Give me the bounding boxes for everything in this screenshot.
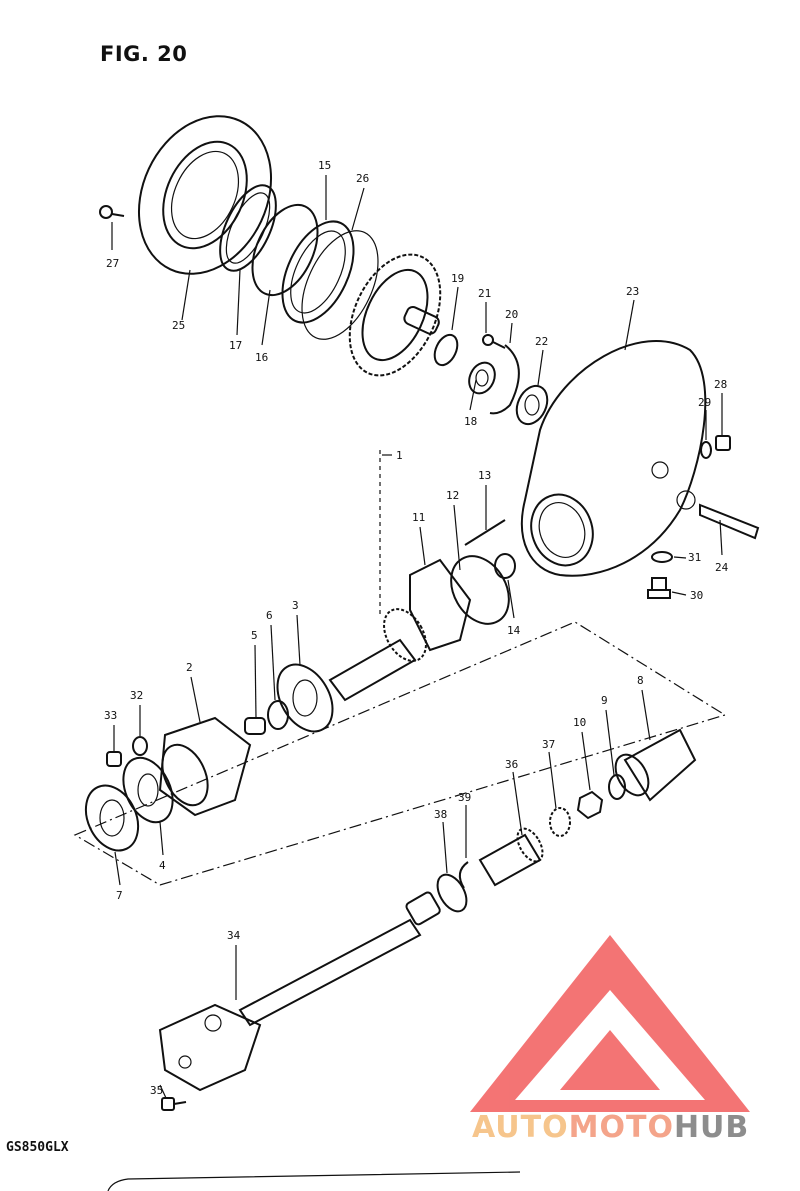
- cam-36: [478, 827, 544, 887]
- callout-29: 29: [698, 396, 711, 409]
- ring-gear: [348, 253, 442, 377]
- nut-10: [576, 790, 604, 820]
- leader-lines: [111, 175, 723, 1099]
- bearing-22: [515, 384, 549, 426]
- callout-15: 15: [318, 159, 331, 172]
- callout-32: 32: [130, 689, 143, 702]
- washer-32: [132, 736, 148, 756]
- bearing-case-2: [158, 716, 252, 817]
- automotohub-watermark: AUTOMOTOHUB: [472, 1110, 749, 1145]
- flange-plate: [137, 115, 273, 275]
- callout-6: 6: [266, 609, 273, 622]
- bolt-27: [99, 205, 125, 219]
- figure-title: FIG. 20: [100, 42, 188, 66]
- gasket-31: [651, 551, 673, 563]
- callout-16: 16: [255, 351, 268, 364]
- bolt-35: [161, 1097, 187, 1111]
- callout-labels: 1 2 3 4 5 6 7 8 9 10 11 12 13 14 15 16 1…: [104, 159, 729, 1097]
- callout-7: 7: [116, 889, 123, 902]
- callout-14: 14: [507, 624, 521, 637]
- callout-11: 11: [412, 511, 425, 524]
- callout-19: 19: [451, 272, 464, 285]
- callout-28: 28: [714, 378, 727, 391]
- washer-29: [700, 441, 712, 459]
- damper-8: [614, 728, 697, 802]
- callout-27: 27: [106, 257, 119, 270]
- callout-2: 2: [186, 661, 193, 674]
- callout-10: 10: [573, 716, 586, 729]
- callout-8: 8: [637, 674, 644, 687]
- washer-9: [608, 774, 626, 800]
- universal-joint: [158, 1003, 262, 1092]
- gasket-11: [409, 558, 472, 652]
- bearing-18: [468, 361, 496, 395]
- spring-37: [549, 807, 571, 837]
- callout-30: 30: [690, 589, 703, 602]
- callout-31: 31: [688, 551, 701, 564]
- seal-19: [433, 333, 459, 367]
- plug-30: [647, 577, 671, 599]
- callout-38: 38: [434, 808, 447, 821]
- drive-shaft-34: [238, 891, 441, 1027]
- bearing-ring-17: [219, 184, 277, 272]
- callout-18: 18: [464, 415, 477, 428]
- callout-26: 26: [356, 172, 369, 185]
- coupling-7: [84, 784, 140, 852]
- callout-34: 34: [227, 929, 241, 942]
- logo-word-moto: MOTO: [568, 1110, 674, 1145]
- bolt-21: [482, 334, 506, 349]
- callout-37: 37: [542, 738, 555, 751]
- callout-24: 24: [715, 561, 729, 574]
- callout-39: 39: [458, 791, 471, 804]
- gear-case-housing: [520, 340, 707, 577]
- shim-6: [267, 700, 289, 730]
- callout-36: 36: [505, 758, 518, 771]
- logo-word-hub: HUB: [673, 1110, 750, 1145]
- pin-13: [464, 519, 506, 546]
- bolt-28: [715, 435, 731, 451]
- callout-17: 17: [229, 339, 242, 352]
- spacer-ring-16: [251, 203, 319, 297]
- bearing-38: [436, 873, 468, 913]
- callout-23: 23: [626, 285, 639, 298]
- callout-1: 1: [396, 449, 403, 462]
- callout-12: 12: [446, 489, 459, 502]
- pinion-gear-shaft: [328, 450, 427, 702]
- circlip-20: [489, 344, 520, 415]
- model-label: GS850GLX: [6, 1140, 69, 1155]
- callout-21: 21: [478, 287, 491, 300]
- callout-5: 5: [251, 629, 258, 642]
- logo-word-auto: AUTO: [472, 1110, 569, 1145]
- shim-26: [301, 230, 379, 340]
- callout-9: 9: [601, 694, 608, 707]
- callout-20: 20: [505, 308, 518, 321]
- callout-33: 33: [104, 709, 117, 722]
- nut-33: [106, 751, 122, 767]
- callout-13: 13: [478, 469, 491, 482]
- axle-stud-24: [699, 503, 760, 540]
- automotohub-logo-mark: [470, 935, 750, 1112]
- spacer-5: [244, 717, 266, 735]
- callout-22: 22: [535, 335, 548, 348]
- callout-4: 4: [159, 859, 166, 872]
- bearing-14: [494, 553, 516, 579]
- bearing-15: [281, 220, 355, 324]
- o-ring-12: [450, 555, 510, 625]
- callout-25: 25: [172, 319, 185, 332]
- callout-35: 35: [150, 1084, 163, 1097]
- callout-3: 3: [292, 599, 299, 612]
- page-edge-line: [107, 1171, 521, 1191]
